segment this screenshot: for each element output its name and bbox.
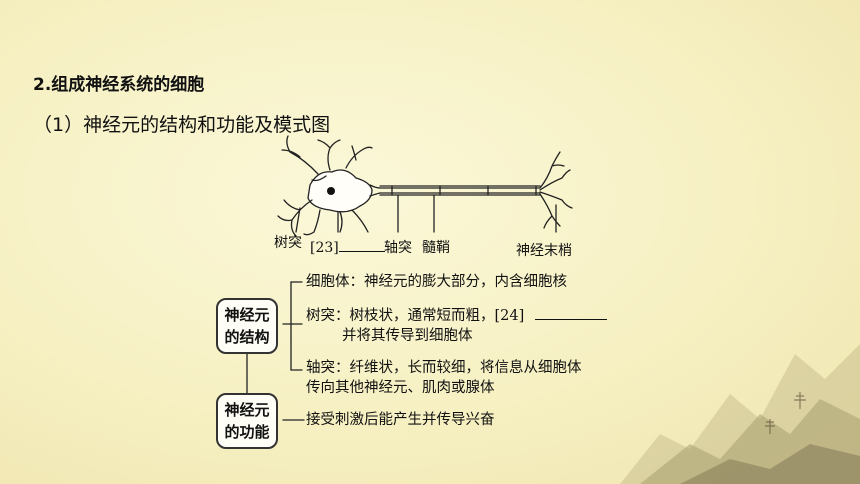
blank-23-number: [23] bbox=[310, 240, 339, 256]
myelin-label: 髓鞘 bbox=[422, 240, 450, 256]
nerve-terminal-label: 神经末梢 bbox=[516, 243, 572, 259]
dendrite-item-text: 树突：树枝状，通常短而粗，[24] bbox=[306, 308, 525, 324]
blank-23-label: [23] bbox=[310, 237, 385, 256]
blank-24-line bbox=[534, 305, 607, 320]
dendrite-item-line1: 树突：树枝状，通常短而粗，[24] bbox=[306, 305, 607, 326]
structure-box-line2: 的结构 bbox=[224, 328, 270, 346]
function-box-line2: 的功能 bbox=[224, 423, 270, 441]
dendrite-item-line2: 并将其传导到细胞体 bbox=[342, 328, 473, 344]
structure-box: 神经元 的结构 bbox=[216, 298, 278, 354]
function-item: 接受刺激后能产生并传导兴奋 bbox=[306, 412, 495, 428]
function-box-line1: 神经元 bbox=[224, 401, 270, 419]
axon-label: 轴突 bbox=[384, 240, 412, 256]
axon-item-line2: 传向其他神经元、肌肉或腺体 bbox=[306, 380, 495, 396]
blank-23-line bbox=[338, 237, 385, 252]
structure-box-line1: 神经元 bbox=[224, 306, 270, 324]
cell-body-item: 细胞体：神经元的膨大部分，内含细胞核 bbox=[306, 274, 567, 290]
landscape-decoration bbox=[620, 344, 860, 484]
axon-item-line1: 轴突：纤维状，长而较细，将信息从细胞体 bbox=[306, 360, 582, 376]
dendrite-label: 树突 bbox=[274, 235, 302, 251]
function-box: 神经元 的功能 bbox=[216, 393, 278, 449]
sub-heading: （1）神经元的结构和功能及模式图 bbox=[33, 114, 331, 136]
section-heading: 2.组成神经系统的细胞 bbox=[33, 75, 205, 95]
